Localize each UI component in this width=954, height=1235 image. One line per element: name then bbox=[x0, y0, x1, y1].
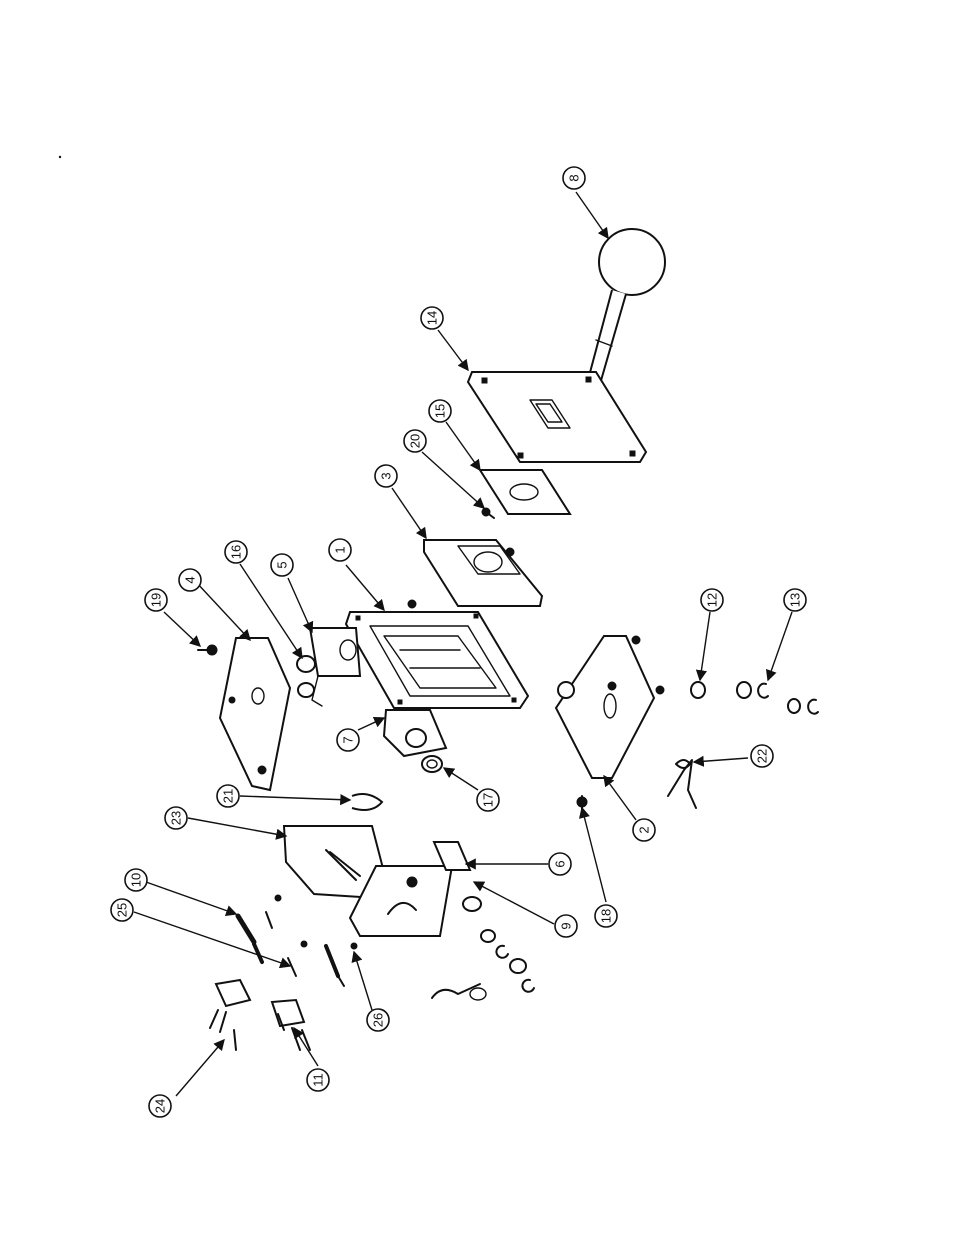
part-7-pivot-block bbox=[382, 709, 448, 758]
lower-spring bbox=[431, 983, 487, 1001]
svg-text:12: 12 bbox=[705, 593, 720, 607]
part-4-side-plate bbox=[218, 637, 292, 792]
part-15-gasket bbox=[478, 469, 572, 515]
svg-text:11: 11 bbox=[311, 1073, 326, 1087]
part-19-screw bbox=[197, 644, 218, 656]
svg-text:23: 23 bbox=[169, 811, 184, 825]
part-26-screws bbox=[287, 940, 358, 987]
parts-10-25-pins bbox=[235, 894, 282, 964]
callout-4: 4 bbox=[178, 568, 202, 592]
svg-text:5: 5 bbox=[275, 561, 290, 568]
svg-text:3: 3 bbox=[379, 472, 394, 479]
callout-5: 5 bbox=[270, 553, 294, 577]
part-21-clip bbox=[351, 793, 384, 811]
callout-24: 24 bbox=[148, 1094, 172, 1118]
svg-text:1: 1 bbox=[333, 546, 348, 553]
callout-7: 7 bbox=[336, 728, 360, 752]
callout-21: 21 bbox=[216, 784, 240, 808]
callout-6: 6 bbox=[548, 852, 572, 876]
callout-12: 12 bbox=[700, 588, 724, 612]
callout-26: 26 bbox=[366, 1008, 390, 1032]
svg-text:13: 13 bbox=[788, 593, 803, 607]
part-6-actuator-plate bbox=[348, 841, 472, 937]
part-20-screw bbox=[481, 507, 495, 519]
callout-20: 20 bbox=[403, 429, 427, 453]
callout-10: 10 bbox=[124, 868, 148, 892]
callout-3: 3 bbox=[374, 464, 398, 488]
svg-text:18: 18 bbox=[599, 909, 614, 923]
svg-text:25: 25 bbox=[115, 903, 130, 917]
callout-9: 9 bbox=[554, 914, 578, 938]
leader-lines bbox=[133, 191, 793, 1097]
callout-18: 18 bbox=[594, 904, 618, 928]
callout-1: 1 bbox=[328, 538, 352, 562]
svg-text:6: 6 bbox=[553, 860, 568, 867]
parts-11-24-microswitches bbox=[209, 978, 311, 1051]
callout-2: 2 bbox=[632, 818, 656, 842]
callout-15: 15 bbox=[428, 399, 452, 423]
callout-8: 8 bbox=[562, 166, 586, 190]
callout-22: 22 bbox=[750, 744, 774, 768]
svg-text:4: 4 bbox=[183, 576, 198, 583]
part-9-washers bbox=[462, 896, 535, 993]
part-2-lower-plate bbox=[554, 635, 665, 779]
svg-text:16: 16 bbox=[229, 545, 244, 559]
svg-text:9: 9 bbox=[559, 922, 574, 929]
svg-text:2: 2 bbox=[637, 826, 652, 833]
part-16-bushing bbox=[296, 655, 316, 698]
svg-text:19: 19 bbox=[149, 593, 164, 607]
speck-dot bbox=[58, 155, 62, 159]
svg-text:21: 21 bbox=[221, 789, 236, 803]
part-1-main-frame bbox=[344, 599, 530, 709]
part-3-guide-plate bbox=[423, 539, 544, 607]
svg-text:26: 26 bbox=[371, 1013, 386, 1027]
part-22-spring bbox=[667, 759, 697, 809]
callout-16: 16 bbox=[224, 540, 248, 564]
callout-17: 17 bbox=[476, 788, 500, 812]
callout-25: 25 bbox=[110, 898, 134, 922]
svg-text:24: 24 bbox=[153, 1099, 168, 1113]
svg-text:8: 8 bbox=[567, 174, 582, 181]
callout-13: 13 bbox=[783, 588, 807, 612]
part-5-bracket bbox=[308, 627, 362, 707]
callout-14: 14 bbox=[420, 306, 444, 330]
parts-12-13-washers bbox=[690, 681, 819, 715]
svg-text:14: 14 bbox=[425, 311, 440, 325]
svg-text:17: 17 bbox=[481, 793, 496, 807]
svg-text:20: 20 bbox=[408, 434, 423, 448]
callout-23: 23 bbox=[164, 806, 188, 830]
svg-text:10: 10 bbox=[129, 873, 144, 887]
svg-text:22: 22 bbox=[755, 749, 770, 763]
svg-text:7: 7 bbox=[341, 736, 356, 743]
part-17-ring bbox=[421, 755, 443, 773]
svg-text:15: 15 bbox=[433, 404, 448, 418]
callout-19: 19 bbox=[144, 588, 168, 612]
part-14-top-plate bbox=[466, 371, 648, 463]
callout-11: 11 bbox=[306, 1068, 330, 1092]
